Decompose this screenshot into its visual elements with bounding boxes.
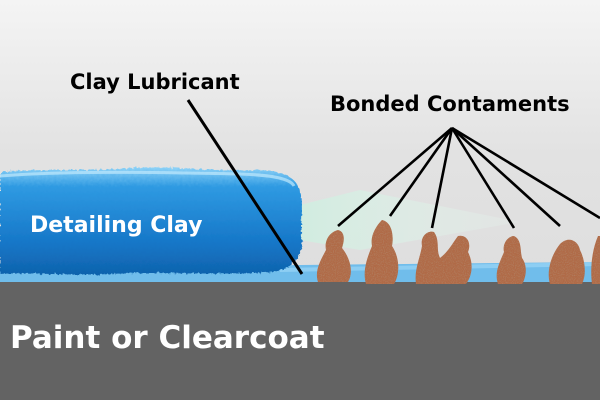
paint-label: Paint or Clearcoat [10, 320, 325, 356]
motion-arrow [300, 190, 520, 250]
bonded-contaminants-label: Bonded Contaments [330, 92, 570, 116]
pointer-line-1 [337, 127, 453, 227]
contaminant-6 [591, 236, 600, 284]
clay-highlight [0, 170, 296, 187]
contaminant-3 [415, 231, 472, 284]
pointer-line-2 [388, 127, 454, 217]
detailing-clay-label: Detailing Clay [30, 213, 203, 238]
paint-layer [0, 282, 600, 400]
contaminant-4 [496, 236, 526, 284]
pointer-line-5 [451, 127, 561, 227]
contaminant-2 [364, 220, 399, 284]
contaminant-1 [316, 230, 351, 282]
contaminant-5 [548, 239, 585, 284]
clay-lubricant-label: Clay Lubricant [70, 70, 240, 94]
detailing-clay-bar [0, 167, 303, 275]
lubricant-pointer-line [186, 99, 304, 275]
contaminants [316, 220, 600, 284]
pointer-line-3 [430, 127, 454, 229]
pointer-line-6 [451, 126, 600, 220]
pointer-line-4 [450, 127, 516, 229]
contaminant-pointer-lines [337, 126, 600, 229]
